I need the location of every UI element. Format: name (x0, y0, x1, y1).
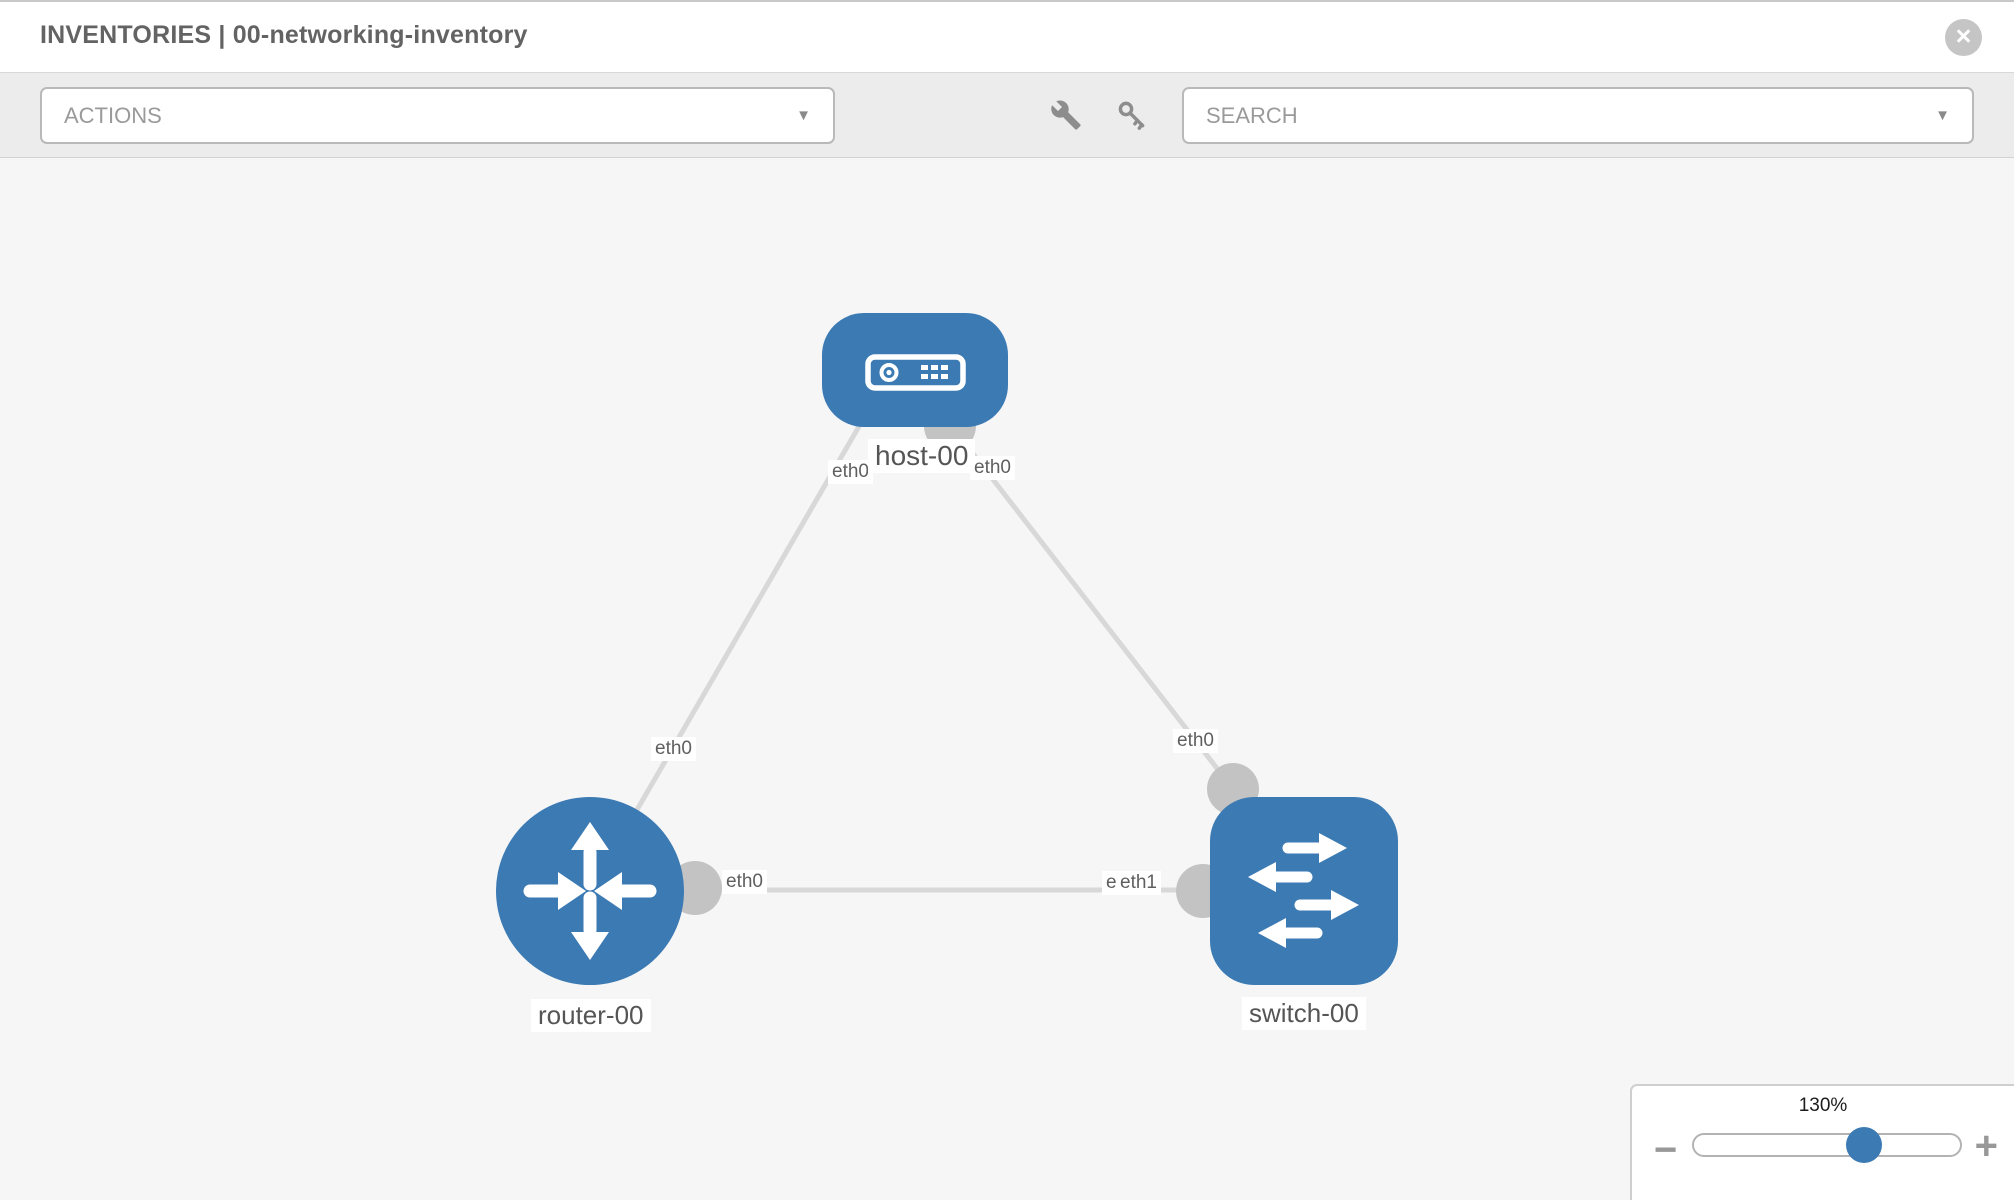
router-icon (523, 822, 657, 960)
close-button[interactable]: × (1945, 19, 1982, 56)
node-host-00[interactable] (822, 313, 1008, 427)
page-title: INVENTORIES | 00-networking-inventory (40, 21, 528, 49)
key-button[interactable] (1110, 93, 1154, 137)
close-icon: × (1955, 20, 1972, 51)
zoom-panel: 130% − + (1630, 1084, 2014, 1200)
interface-label-switch-eth1: eth1 (1116, 871, 1161, 895)
key-icon (1118, 101, 1145, 130)
actions-dropdown[interactable]: ACTIONS ▼ (40, 87, 835, 144)
node-router-00[interactable] (496, 797, 684, 985)
host-icon (865, 354, 966, 391)
node-label-host: host-00 (868, 439, 976, 473)
wrench-icon (1051, 100, 1081, 130)
search-dropdown[interactable]: SEARCH ▼ (1182, 87, 1974, 144)
interface-label-switch-link-eth0: eth0 (1173, 729, 1218, 753)
switch-icon (1248, 833, 1359, 948)
node-label-switch: switch-00 (1242, 997, 1366, 1030)
wrench-button[interactable] (1044, 93, 1088, 137)
node-switch-00[interactable] (1210, 797, 1398, 985)
header: INVENTORIES | 00-networking-inventory × (0, 0, 2014, 72)
node-label-router: router-00 (531, 999, 651, 1032)
interface-label-host-eth0-left: eth0 (828, 460, 873, 484)
interface-label-router-eth0: eth0 (722, 870, 767, 894)
zoom-out-button[interactable]: − (1654, 1128, 1678, 1172)
chevron-down-icon: ▼ (796, 107, 811, 124)
zoom-level-label: 130% (1798, 1095, 1848, 1116)
interface-label-overlap-group: eth0 eth1 (1102, 871, 1172, 897)
zoom-in-button[interactable]: + (1974, 1124, 1998, 1168)
actions-dropdown-label: ACTIONS (64, 102, 162, 128)
interface-label-router-link-eth0: eth0 (651, 737, 696, 761)
interface-label-host-eth0-right: eth0 (970, 456, 1015, 480)
chevron-down-icon: ▼ (1935, 107, 1950, 124)
search-dropdown-label: SEARCH (1206, 102, 1298, 128)
topology-canvas[interactable]: eth0 host-00 eth0 eth0 eth0 eth0 eth0 et… (0, 158, 2014, 1200)
zoom-slider-thumb[interactable] (1846, 1127, 1882, 1163)
link-host-switch[interactable] (948, 422, 1235, 791)
toolbar: ACTIONS ▼ SEARCH ▼ (0, 72, 2014, 158)
zoom-slider-track[interactable] (1692, 1133, 1962, 1157)
